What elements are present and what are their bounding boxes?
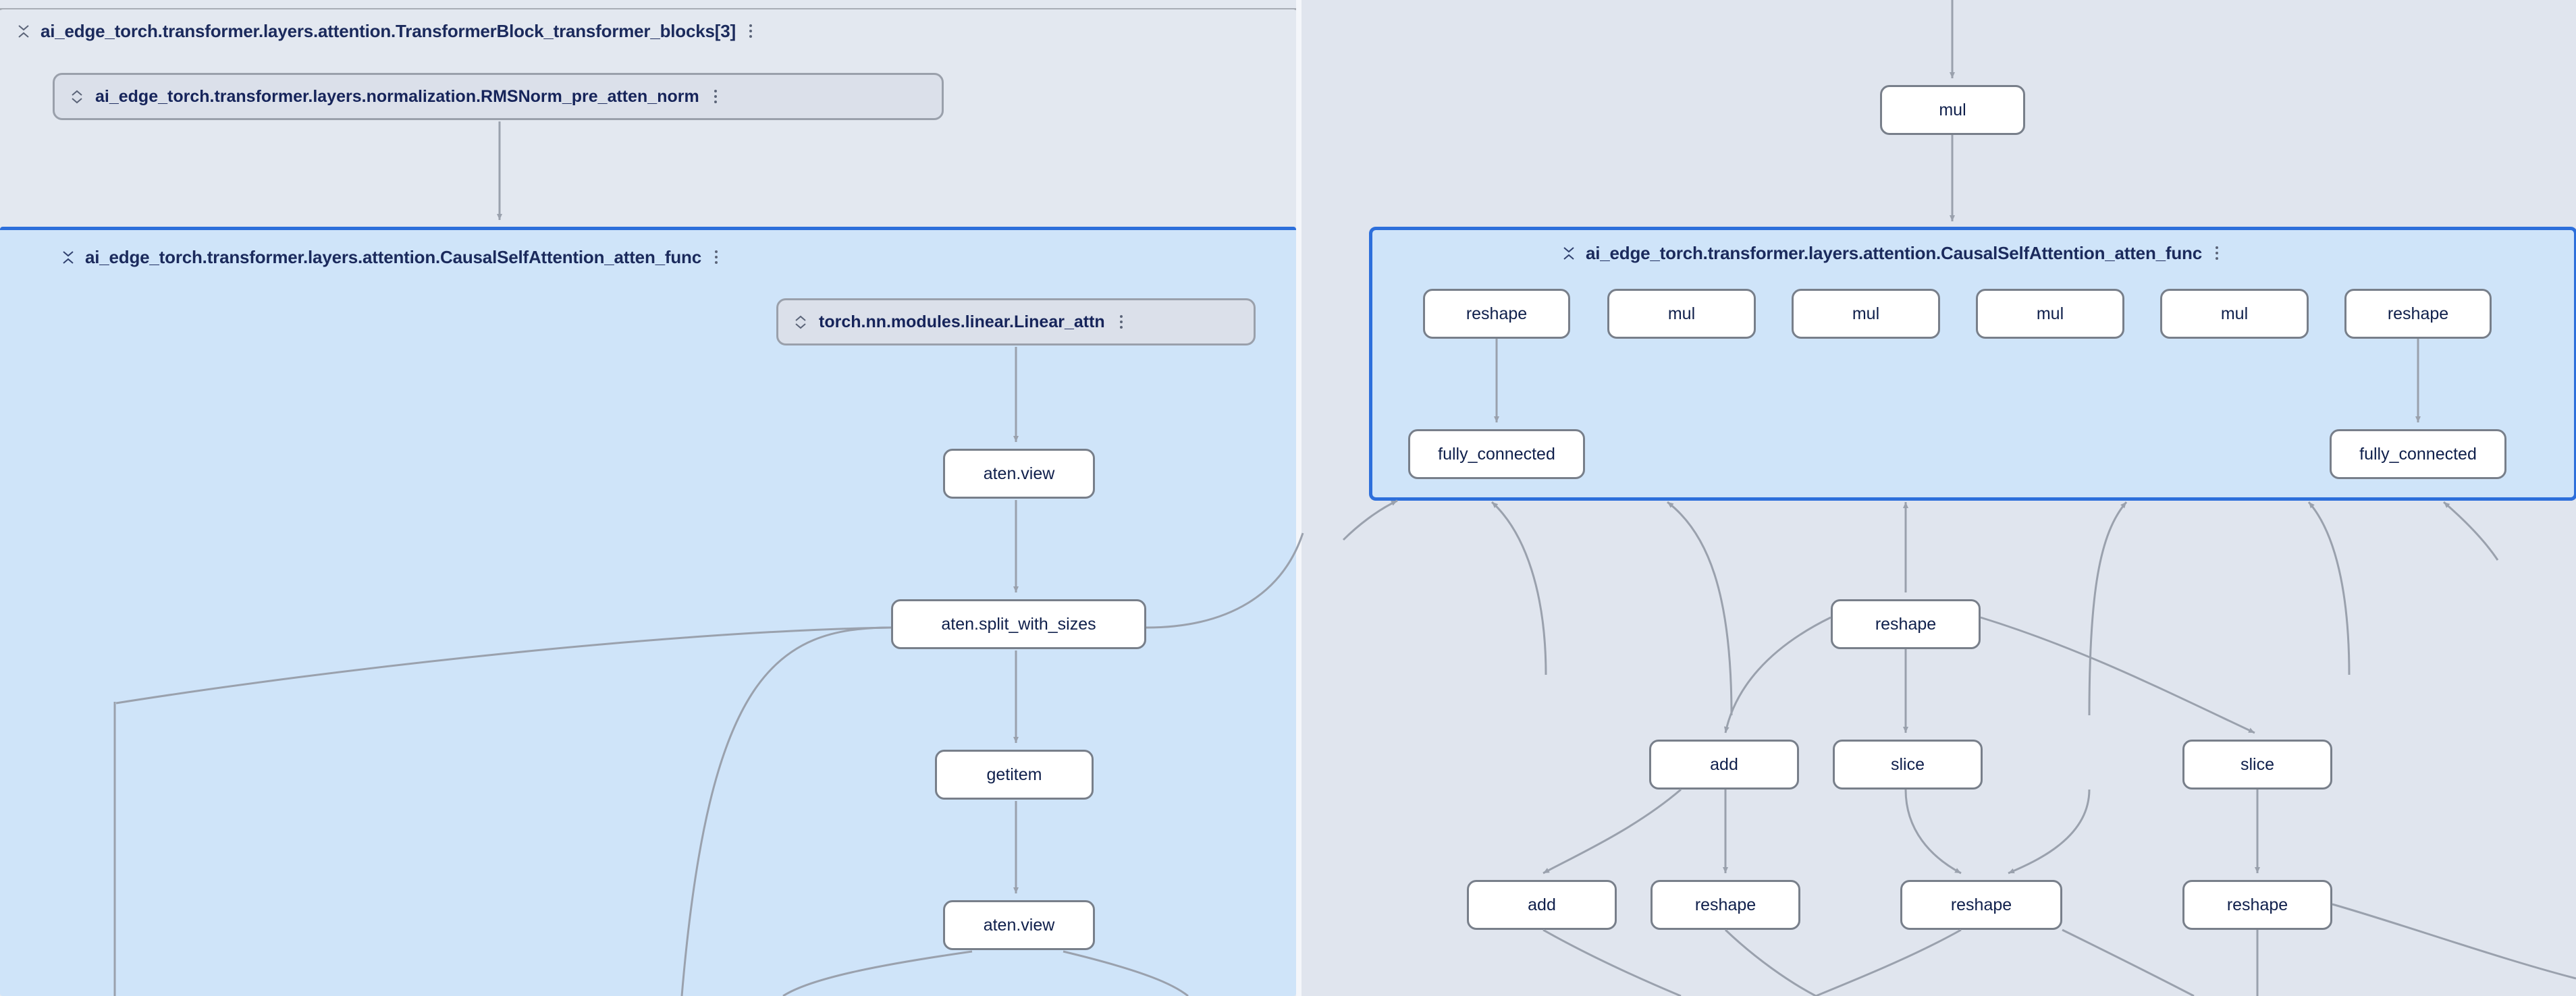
node-mul-top[interactable]: mul (1880, 85, 2025, 135)
more-vertical-icon[interactable] (745, 21, 756, 41)
collapse-vertical-icon[interactable] (16, 20, 31, 43)
group-causal-self-attention-left-title: ai_edge_torch.transformer.layers.attenti… (85, 246, 701, 267)
node-getitem[interactable]: getitem (935, 750, 1094, 800)
expand-vertical-icon[interactable] (793, 310, 808, 333)
node-reshape-2[interactable]: reshape (1651, 880, 1800, 930)
module-linear-attn-label: torch.nn.modules.linear.Linear_attn (819, 312, 1105, 331)
more-vertical-icon[interactable] (2211, 243, 2222, 263)
node-mul-4[interactable]: mul (2160, 289, 2309, 339)
expand-vertical-icon[interactable] (70, 85, 84, 108)
node-mul-2[interactable]: mul (1792, 289, 1940, 339)
group-causal-self-attention-right-title: ai_edge_torch.transformer.layers.attenti… (1586, 242, 2202, 263)
node-mul-1[interactable]: mul (1607, 289, 1756, 339)
node-slice-1[interactable]: slice (1833, 740, 1983, 790)
node-add-2[interactable]: add (1467, 880, 1617, 930)
module-linear-attn[interactable]: torch.nn.modules.linear.Linear_attn (776, 298, 1256, 345)
node-mul-3[interactable]: mul (1976, 289, 2124, 339)
group-transformer-block-title: ai_edge_torch.transformer.layers.attenti… (41, 20, 736, 41)
module-rmsnorm-label: ai_edge_torch.transformer.layers.normali… (95, 86, 699, 106)
more-vertical-icon[interactable] (711, 247, 722, 267)
collapse-vertical-icon[interactable] (61, 246, 76, 269)
module-rmsnorm-pre-atten-norm[interactable]: ai_edge_torch.transformer.layers.normali… (53, 73, 944, 120)
node-reshape-below[interactable]: reshape (1831, 599, 1981, 649)
node-reshape-k[interactable]: reshape (2344, 289, 2492, 339)
group-causal-self-attention-left-header[interactable]: ai_edge_torch.transformer.layers.attenti… (61, 240, 722, 275)
node-reshape-q[interactable]: reshape (1423, 289, 1570, 339)
collapse-vertical-icon[interactable] (1561, 242, 1576, 265)
group-causal-self-attention-right-header[interactable]: ai_edge_torch.transformer.layers.attenti… (1561, 236, 2222, 271)
node-reshape-3[interactable]: reshape (1900, 880, 2062, 930)
node-reshape-4[interactable]: reshape (2182, 880, 2332, 930)
node-aten-split-with-sizes[interactable]: aten.split_with_sizes (891, 599, 1146, 649)
more-vertical-icon[interactable] (710, 86, 721, 107)
top-divider-rule (0, 8, 1296, 10)
node-aten-view-2[interactable]: aten.view (943, 900, 1095, 950)
node-slice-2[interactable]: slice (2182, 740, 2332, 790)
node-fully-connected-2[interactable]: fully_connected (2330, 429, 2506, 479)
node-aten-view-1[interactable]: aten.view (943, 449, 1095, 499)
more-vertical-icon[interactable] (1116, 312, 1127, 332)
group-transformer-block-header[interactable]: ai_edge_torch.transformer.layers.attenti… (16, 13, 756, 49)
pane-divider[interactable] (1296, 0, 1302, 996)
node-add-1[interactable]: add (1649, 740, 1799, 790)
node-fully-connected-1[interactable]: fully_connected (1408, 429, 1585, 479)
